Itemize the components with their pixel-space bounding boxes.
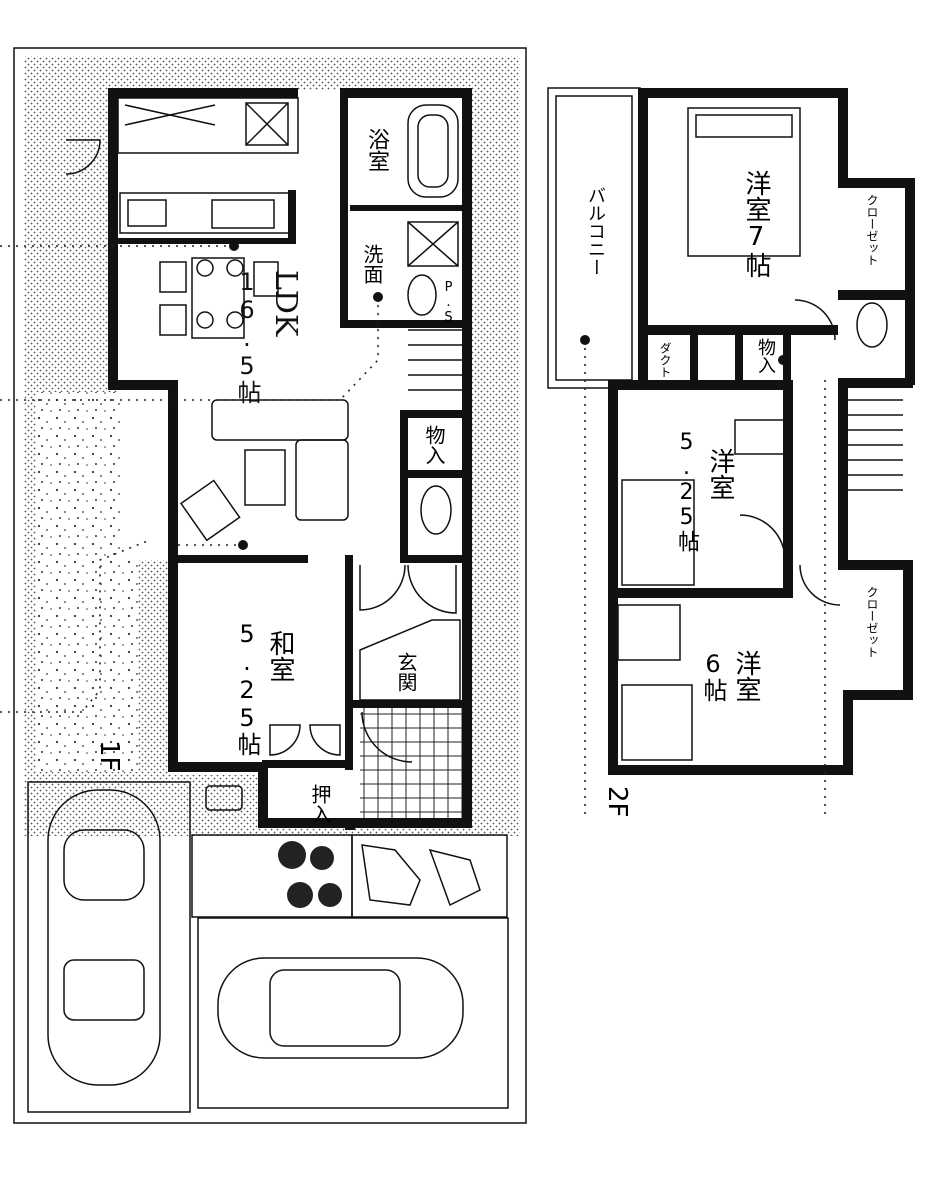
room-label-ps: P.S — [441, 280, 456, 325]
room-label-ldk: LDK — [268, 270, 303, 340]
room-label-duct: ダクト — [658, 342, 672, 378]
room-label-oshiire: 押入 — [308, 784, 332, 824]
parking-space-1 — [27, 781, 191, 1113]
car-icon — [217, 957, 464, 1059]
room-size-western6: 6帖 — [699, 650, 727, 702]
western7-name: 洋室 — [741, 170, 771, 222]
parking-space-2 — [197, 917, 509, 1109]
room-label-balcony: バルコニー — [585, 186, 606, 276]
room-label-washroom: 洗面 — [360, 244, 384, 284]
car-icon — [47, 789, 161, 1086]
room-label-bath: 浴室 — [364, 128, 389, 172]
site-boundary — [13, 47, 527, 1124]
stone-path — [351, 834, 508, 918]
room-size-washitsu: 5.25帖 — [233, 620, 261, 756]
room-label-western6: 洋室 — [731, 650, 761, 702]
room-label-closet-b: クローゼット — [865, 586, 879, 658]
room-label-western7: 洋室7帖 — [738, 170, 775, 278]
room-size-ldk: 16.5帖 — [233, 268, 261, 404]
floor-2 — [547, 87, 915, 818]
room-label-storage-1f: 物入 — [422, 425, 446, 465]
room-label-washitsu: 和室 — [265, 630, 295, 682]
floor-label-1f: 1F — [94, 740, 124, 772]
floor-1 — [0, 47, 527, 1124]
floor-label-2f: 2F — [602, 786, 632, 818]
room-label-western525: 洋室 — [705, 448, 735, 500]
room-label-entrance: 玄関 — [394, 652, 418, 692]
room-label-closet-a: クローゼット — [865, 194, 879, 266]
ldk-name: LDK — [268, 270, 303, 337]
western7-size: 7帖 — [741, 222, 771, 278]
room-label-storage-2f: 物入 — [755, 338, 776, 374]
room-size-western525: 5.25帖 — [674, 430, 699, 552]
